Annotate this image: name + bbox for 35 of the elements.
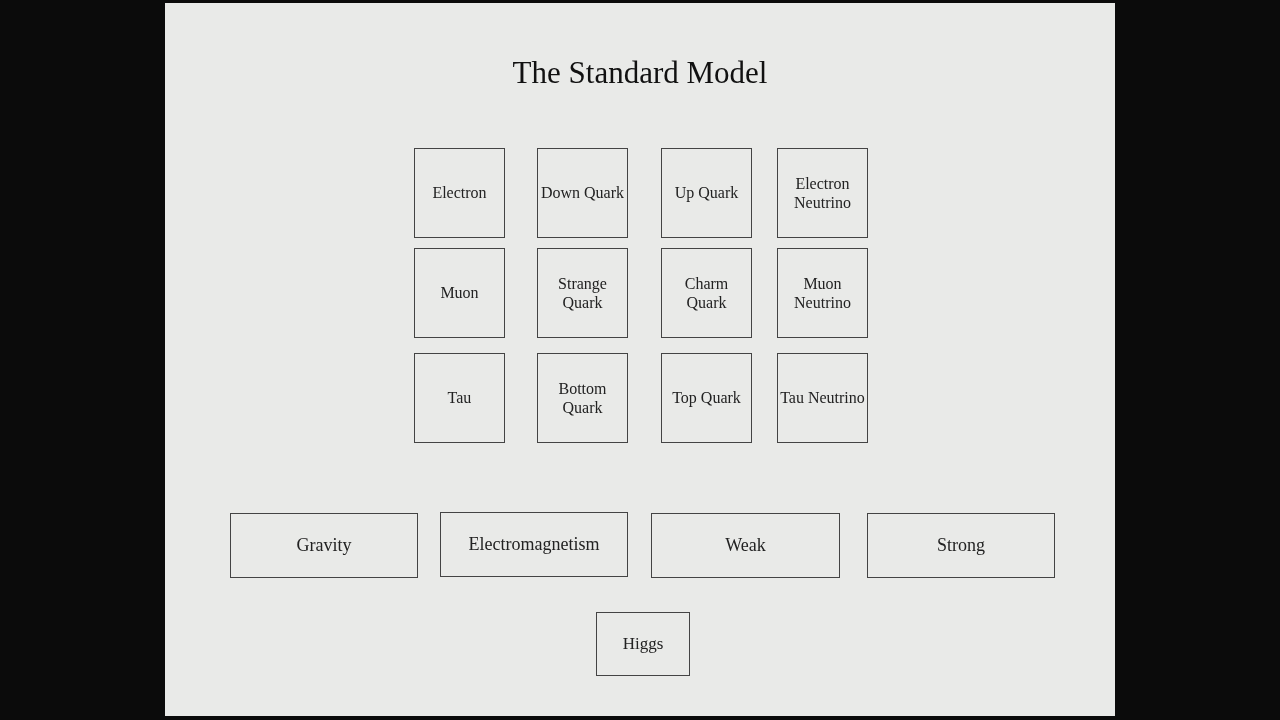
node-label: Muon Neutrino: [793, 273, 852, 313]
force-box: [230, 513, 418, 578]
particle-box: [414, 148, 505, 238]
particle-box: [777, 148, 868, 238]
node-label: Strange Quark: [557, 273, 608, 313]
node-label: Weak: [725, 534, 766, 557]
node-label: Down Quark: [540, 183, 625, 203]
node-label: Top Quark: [672, 388, 741, 408]
node-label: Tau: [447, 388, 472, 408]
node-label: Charm Quark: [683, 273, 730, 313]
particle-box: [414, 248, 505, 338]
particle-box: [414, 353, 505, 443]
force-box: [651, 513, 840, 578]
particle-box: [777, 248, 868, 338]
node-label: Tau Neutrino: [780, 388, 865, 408]
force-box: [867, 513, 1055, 578]
force-box: [440, 512, 628, 577]
node-label: Gravity: [296, 534, 352, 557]
node-label: Up Quark: [674, 183, 739, 203]
node-label: Higgs: [622, 633, 664, 655]
node-label: Muon: [440, 283, 479, 303]
particle-box: [661, 148, 752, 238]
particle-box: [661, 353, 752, 443]
node-label: Electron: [432, 183, 487, 203]
particle-box: [661, 248, 752, 338]
particle-box: [777, 353, 868, 443]
particle-box: [596, 612, 690, 676]
node-label: Bottom Quark: [557, 378, 608, 418]
particle-box: [537, 248, 628, 338]
node-label: Strong: [937, 534, 985, 557]
node-label: Electron Neutrino: [793, 173, 852, 213]
node-label: Electromagnetism: [468, 533, 600, 556]
particle-box: [537, 353, 628, 443]
diagram-title: The Standard Model: [511, 55, 769, 91]
particle-box: [537, 148, 628, 238]
